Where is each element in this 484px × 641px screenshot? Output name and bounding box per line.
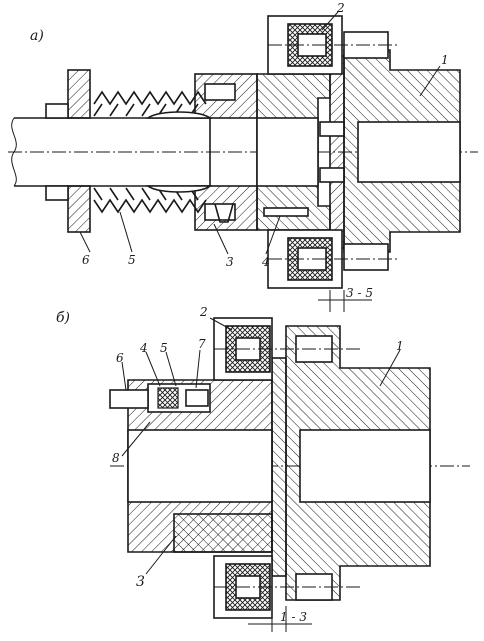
spring-element-5 <box>157 387 179 409</box>
bolt-head-2 <box>319 167 345 183</box>
screw-4 <box>263 207 309 217</box>
pin-lower <box>214 203 234 223</box>
part-3-sleeve <box>173 513 273 553</box>
label-a-4: 4 <box>261 255 270 269</box>
figure-a: а) <box>8 1 478 312</box>
nut-lower <box>67 185 91 233</box>
hub-1-b-bore <box>299 429 431 503</box>
figure-b-tag: б) <box>56 310 70 326</box>
label-b-8: 8 <box>112 451 120 465</box>
label-b-7: 7 <box>198 337 206 351</box>
label-b-3: 3 <box>136 574 145 590</box>
hub-bore <box>256 117 319 187</box>
label-a-2: 2 <box>336 1 345 15</box>
key-upper <box>145 111 213 119</box>
label-b-1: 1 <box>396 339 404 353</box>
nut-pin-lower <box>343 243 389 271</box>
label-b-2: 2 <box>199 305 208 319</box>
label-a-1: 1 <box>441 53 449 67</box>
figure-b: б) 1 - 3 <box>56 305 470 632</box>
screw-6 <box>109 389 149 409</box>
hub-8-bore <box>127 429 273 503</box>
nut-upper <box>67 69 91 119</box>
bolt-head-1 <box>319 121 345 137</box>
figure-a-tag: а) <box>30 28 44 44</box>
shaft-break-line <box>11 117 17 187</box>
ball-7 <box>185 389 209 407</box>
disc-b <box>271 357 287 577</box>
key-lower <box>145 185 213 193</box>
label-b-6: 6 <box>116 351 124 365</box>
dim-a-value: 3 - 5 <box>346 286 373 300</box>
spring-upper <box>93 90 207 117</box>
figure-b-callouts: 1 2 3 4 5 6 7 8 <box>112 305 404 590</box>
hub-1-bore <box>357 121 461 183</box>
pin-housing-upper <box>204 83 236 101</box>
shaft <box>14 117 211 187</box>
figure-a-callouts: 1 2 3 4 5 6 <box>79 1 449 269</box>
label-b-5: 5 <box>160 341 168 355</box>
dim-b-value: 1 - 3 <box>280 610 307 624</box>
washer-upper <box>45 103 69 119</box>
label-a-6: 6 <box>82 253 90 267</box>
label-b-4: 4 <box>139 341 148 355</box>
label-a-5: 5 <box>128 253 136 267</box>
flange-disc <box>329 55 345 249</box>
label-a-3: 3 <box>226 255 234 269</box>
spring-lower <box>93 187 207 214</box>
washer-lower <box>45 185 69 201</box>
